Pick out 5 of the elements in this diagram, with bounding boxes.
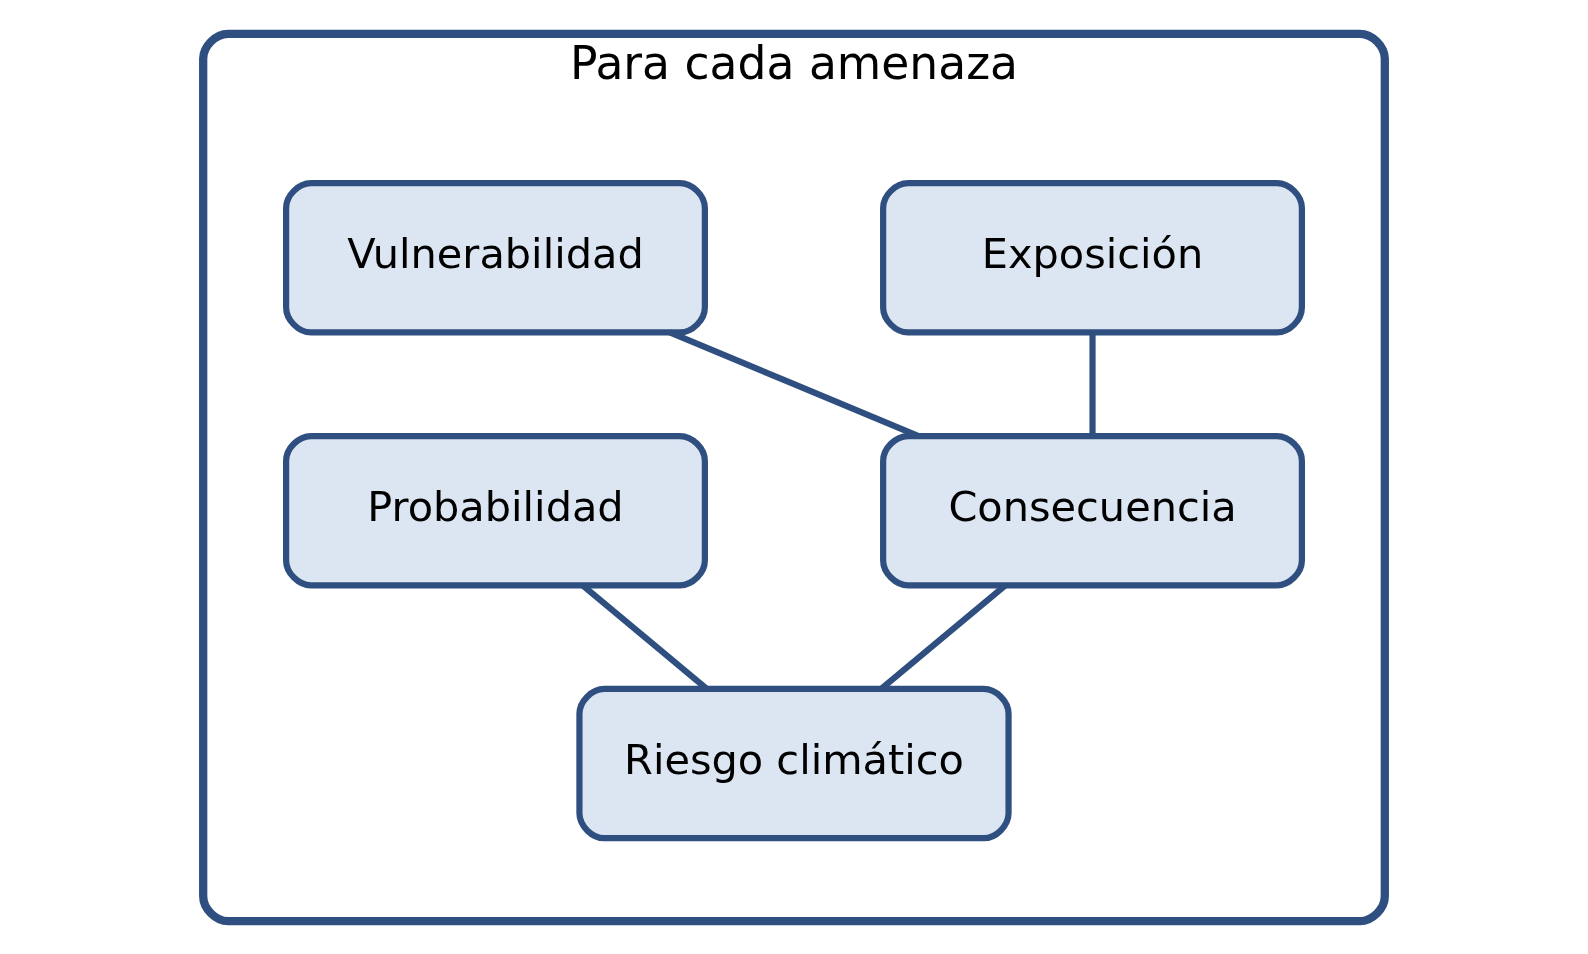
node-box: Riesgo climático (576, 685, 1012, 841)
node-box: Consecuencia (880, 432, 1305, 588)
node-box: Vulnerabilidad (283, 179, 708, 335)
node-box: Probabilidad (283, 432, 708, 588)
node-box: Exposición (880, 179, 1305, 335)
